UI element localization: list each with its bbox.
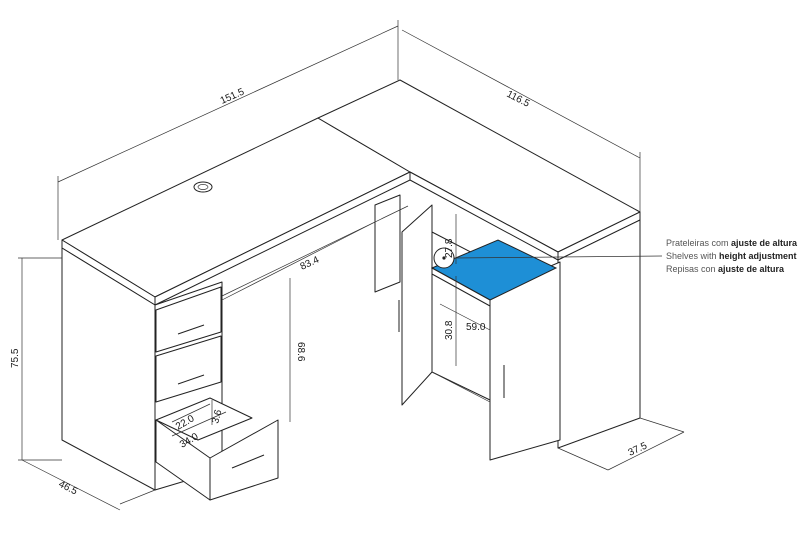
dimension-lines [18, 20, 685, 511]
open-drawer-side [155, 419, 211, 501]
label-desk-length: 151.5 [219, 86, 247, 106]
label-shelf-width: 59.0 [466, 322, 486, 333]
callout-dot [442, 256, 446, 260]
label-knee-height: 68.6 [295, 342, 306, 362]
cabinet-bottom-shelf [431, 371, 491, 403]
cabinet-left-door-open [401, 204, 433, 406]
label-return-length: 116.5 [505, 89, 532, 110]
callout-portuguese: Prateleiras com ajuste de altura [666, 238, 798, 248]
callout-english: Shelves with height adjustment [666, 251, 797, 261]
label-drawer-small: 3.6 [210, 408, 224, 425]
open-drawer-box [155, 397, 253, 441]
callout-spanish: Repisas con ajuste de altura [666, 264, 785, 274]
label-depth: 46.5 [57, 479, 80, 498]
desk-top-left [61, 117, 411, 298]
drawer-2-handle [177, 374, 205, 385]
callout-en-bold: height adjustment [719, 251, 797, 261]
drawer-2 [155, 335, 222, 403]
callout-en-prefix: Shelves with [666, 251, 719, 261]
cabinet-end-panel [557, 219, 641, 449]
callout-pt-prefix: Prateleiras com [666, 238, 731, 248]
knee-back-line [221, 221, 376, 301]
cable-grommet-inner [197, 184, 209, 190]
drawer-1 [155, 286, 222, 353]
drawer-1-handle [177, 324, 205, 335]
callout-es-bold: ajuste de altura [718, 264, 785, 274]
callout-es-prefix: Repisas con [666, 264, 718, 274]
rear-leg [374, 194, 401, 293]
shelf-bottom-edge [431, 267, 491, 307]
open-drawer-handle [231, 454, 265, 469]
cable-grommet [193, 181, 213, 193]
label-cabinet-depth: 37.5 [627, 440, 650, 458]
label-shelf-lower: 30.8 [444, 320, 455, 340]
label-height: 75.5 [10, 348, 21, 368]
callout-pt-bold: ajuste de altura [731, 238, 798, 248]
callout-leader [453, 255, 663, 259]
label-shelf-upper: 27.8 [444, 238, 455, 258]
